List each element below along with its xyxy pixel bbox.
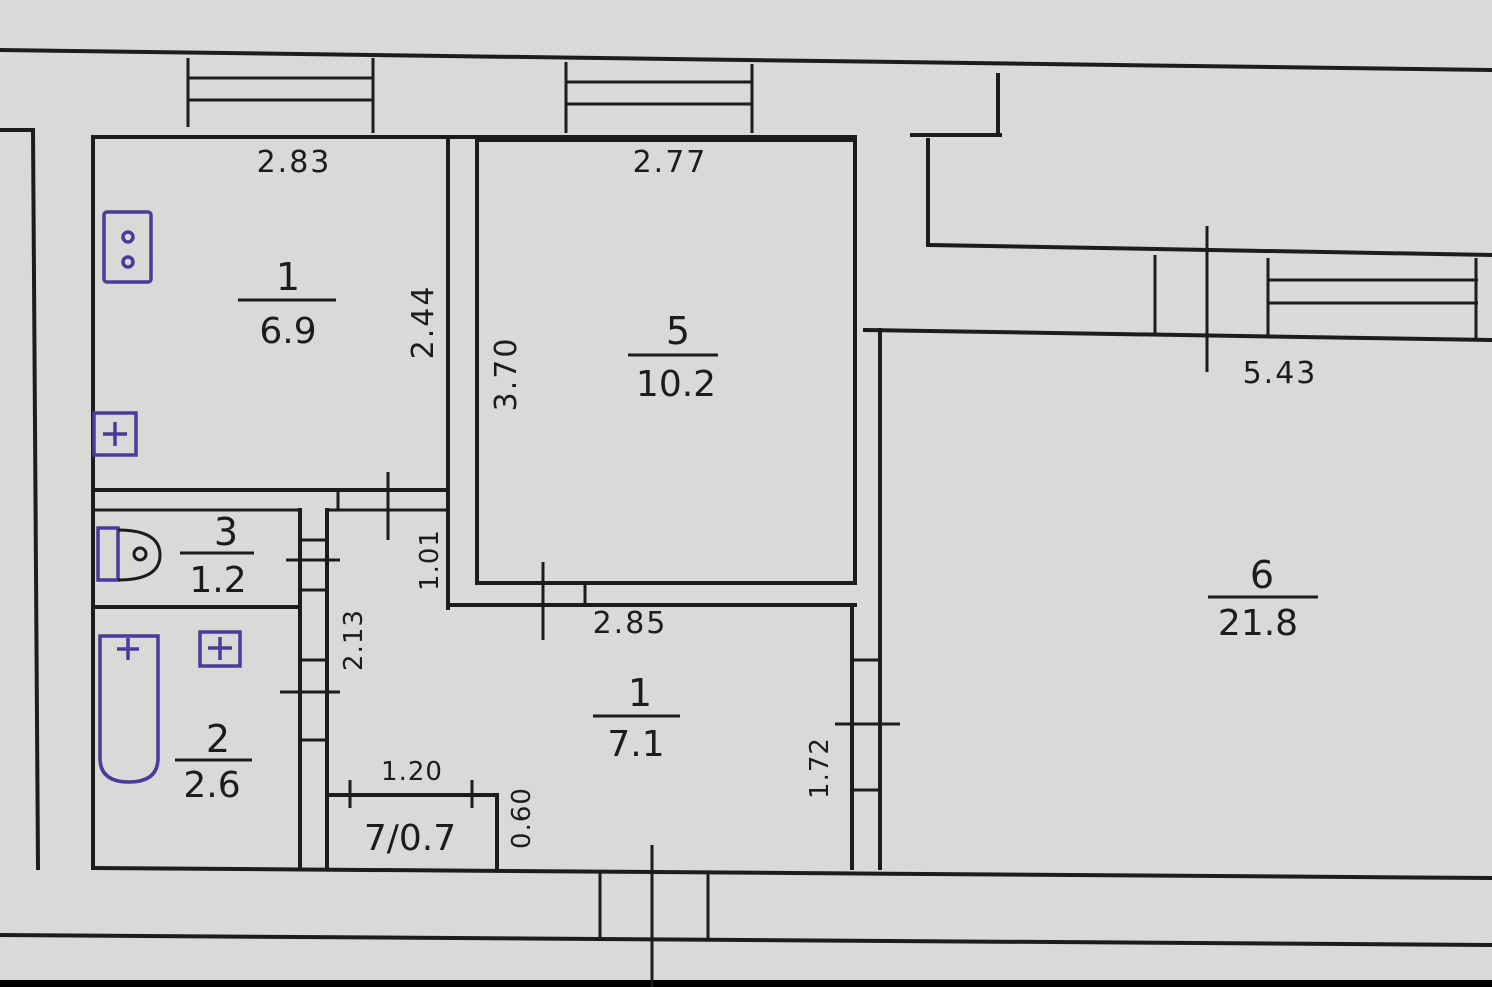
- room-4-label: 1 6.9: [238, 255, 336, 352]
- window-top-center: [564, 62, 754, 133]
- room-1-label: 1 7.1: [593, 671, 680, 765]
- bottom-border: [0, 980, 1492, 987]
- toilet-icon: [96, 526, 162, 582]
- room-3-label: 3 1.2: [180, 510, 254, 601]
- room-5-number: 5: [666, 309, 690, 353]
- room-5: [446, 138, 857, 640]
- room-6-label: 6 21.8: [1208, 553, 1318, 644]
- washbasin-icon: [198, 630, 242, 668]
- wet-block: [91, 508, 340, 870]
- room-6: [862, 73, 1492, 372]
- window-top-left: [186, 58, 375, 133]
- room-1: [835, 328, 900, 870]
- room-2-number: 2: [206, 717, 230, 761]
- bathtub-icon: [98, 634, 160, 784]
- room-4-area: 6.9: [259, 311, 316, 352]
- stove-icon: [102, 210, 153, 284]
- room-7-label: 7/0.7: [364, 818, 456, 859]
- room-1-area: 7.1: [607, 724, 664, 765]
- room-3-number: 3: [214, 510, 238, 554]
- room-4-number: 1: [276, 255, 300, 299]
- dim-room5-width: 2.77: [633, 145, 708, 180]
- dim-room1-depth: 1.72: [805, 737, 835, 799]
- room-2-area: 2.6: [183, 765, 240, 806]
- room-5-area: 10.2: [636, 364, 716, 405]
- dim-corridor-length: 2.85: [593, 606, 668, 641]
- room-2-label: 2 2.6: [175, 717, 252, 806]
- dim-corridor-width: 1.01: [415, 529, 445, 591]
- dim-room4-depth: 2.44: [406, 285, 441, 360]
- room-6-number: 6: [1250, 553, 1274, 597]
- dim-room4-width: 2.83: [257, 145, 332, 180]
- dim-closet-width: 1.20: [381, 757, 443, 787]
- room-3-area: 1.2: [189, 560, 246, 601]
- kitchen-sink-icon: [92, 411, 138, 457]
- dim-room6-width: 5.43: [1243, 356, 1318, 391]
- room-6-area: 21.8: [1218, 603, 1298, 644]
- closet-7: [328, 780, 499, 870]
- dim-closet-depth: 0.60: [507, 787, 537, 849]
- dim-bath-depth: 2.13: [339, 609, 369, 671]
- room-4: [91, 135, 450, 610]
- dim-room5-depth: 3.70: [489, 337, 524, 412]
- window-bottom: [598, 845, 710, 987]
- room-5-label: 5 10.2: [628, 309, 718, 405]
- room-1-number: 1: [628, 671, 652, 715]
